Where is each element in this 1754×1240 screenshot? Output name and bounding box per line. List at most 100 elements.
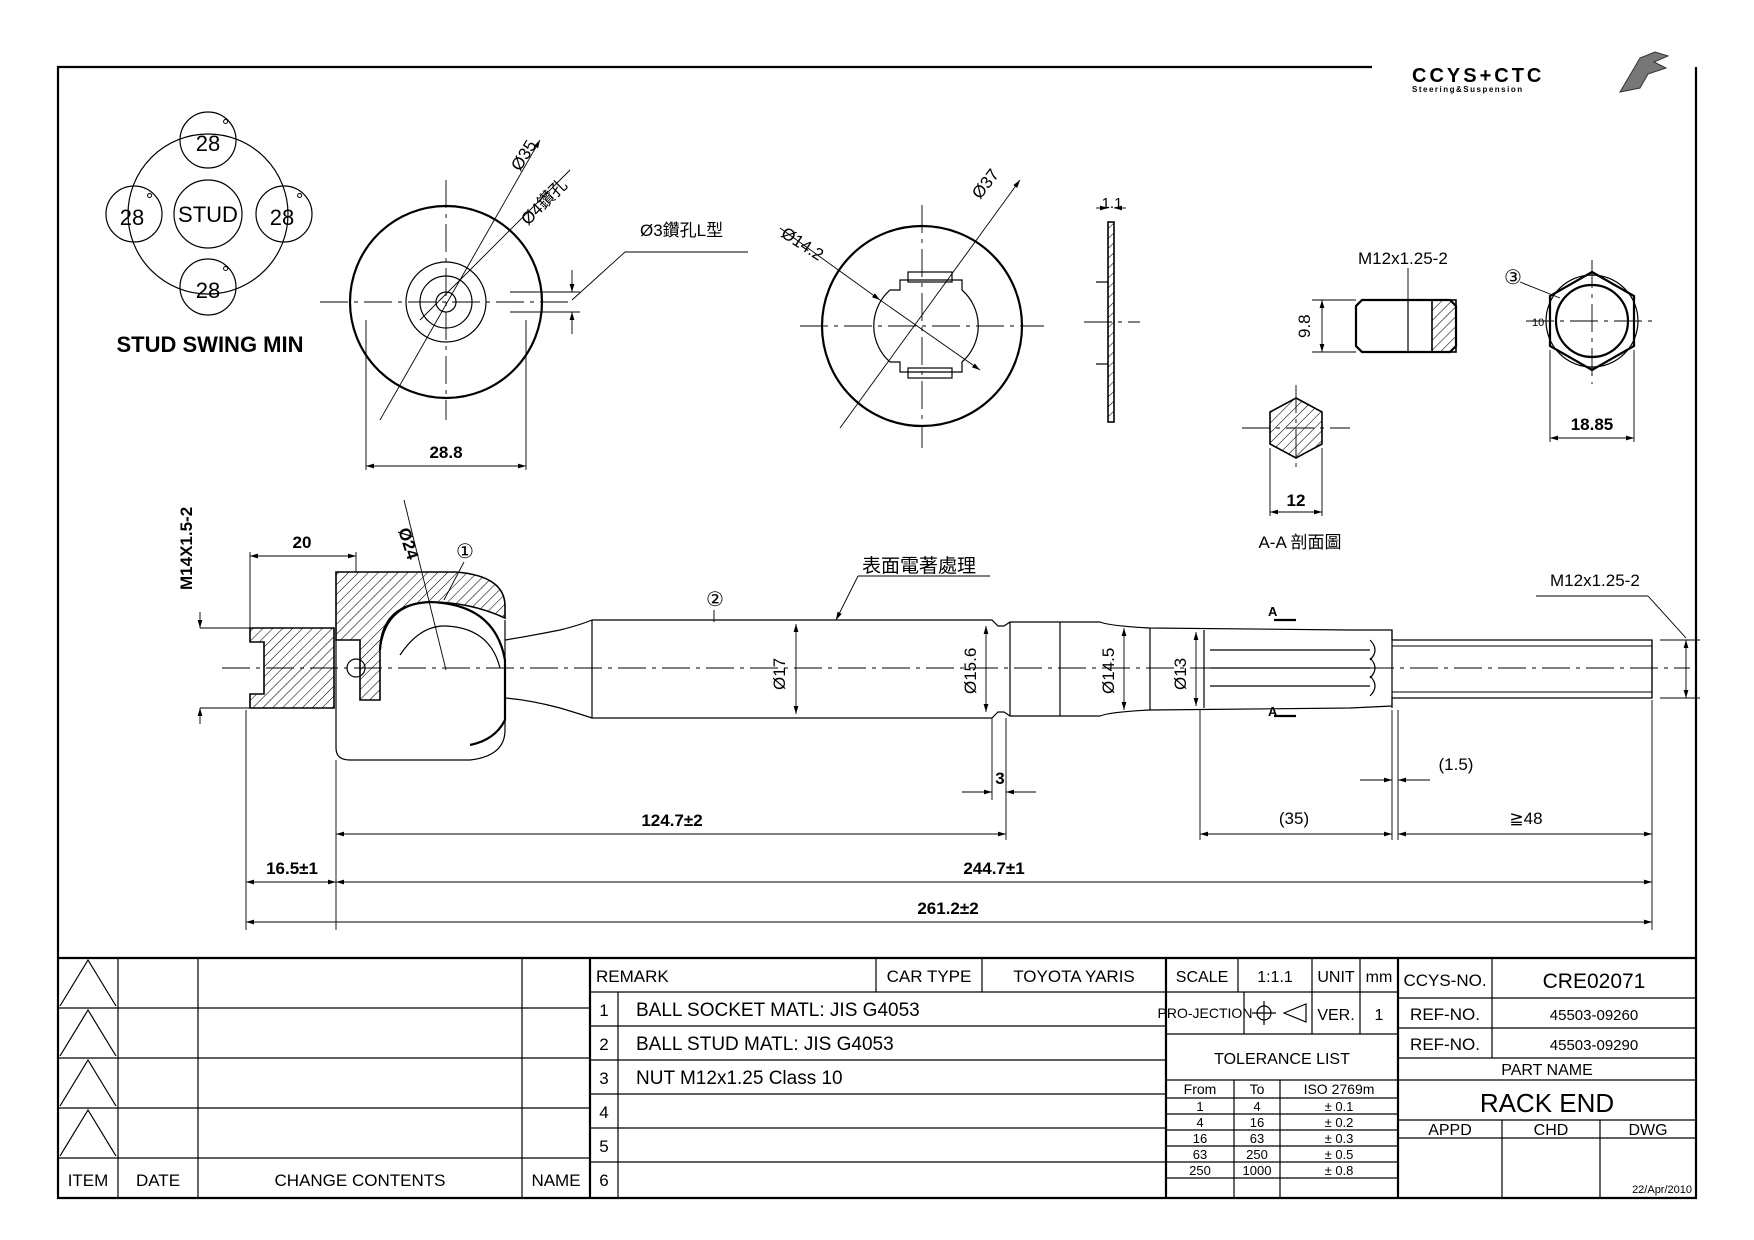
col-date: DATE bbox=[136, 1171, 180, 1190]
dim-m12-right: M12x1.25-2 bbox=[1550, 571, 1640, 590]
tol-header-from: From bbox=[1184, 1081, 1217, 1097]
ref-no-2: 45503-09290 bbox=[1550, 1037, 1638, 1054]
ref-no-label: REF-NO. bbox=[1410, 1005, 1480, 1024]
item-2-label: ② bbox=[706, 589, 724, 611]
remark-no: 2 bbox=[599, 1035, 608, 1054]
dim-20: 20 bbox=[293, 533, 312, 552]
title-block: ITEM DATE CHANGE CONTENTS NAME REMARK CA… bbox=[58, 956, 1696, 1198]
item-1-label: ① bbox=[456, 541, 474, 563]
ccys-no-label: CCYS-NO. bbox=[1403, 971, 1486, 990]
rack-end-assembly: Ø17 Ø15.6 Ø14.5 Ø13 A A M14X1.5-2 20 Ø24… bbox=[177, 499, 1700, 930]
tol-value: ± 0.8 bbox=[1325, 1163, 1354, 1178]
section-mark-a-bottom: A bbox=[1268, 704, 1278, 719]
dim-d24: Ø24 bbox=[394, 525, 422, 562]
dim-35: (35) bbox=[1279, 809, 1309, 828]
part-name-label: PART NAME bbox=[1501, 1062, 1593, 1079]
tol-header-iso: ISO 2769m bbox=[1304, 1081, 1375, 1097]
remark-no: 5 bbox=[599, 1137, 608, 1156]
lock-plate-view: Ø37 Ø14.2 bbox=[778, 165, 1044, 448]
section-caption: A-A 剖面圖 bbox=[1258, 533, 1341, 552]
dust-cover-washer-view: Ø35 Ø4鑽孔 Ø3鑽孔L型 28.8 bbox=[320, 137, 748, 470]
tol-value: ± 0.5 bbox=[1325, 1147, 1354, 1162]
remark-text: BALL SOCKET MATL: JIS G4053 bbox=[636, 1000, 920, 1021]
stud-swing-diagram: STUD 28 28 28 28 ° ° ° ° STUD SWING MIN bbox=[105, 111, 313, 357]
degree-mark: ° bbox=[222, 116, 229, 136]
dim-d17: Ø17 bbox=[770, 658, 789, 690]
drawing-date: 22/Apr/2010 bbox=[1632, 1184, 1692, 1196]
swing-angle-bottom: 28 bbox=[196, 278, 220, 303]
scale-label: SCALE bbox=[1176, 969, 1228, 986]
ccys-no-value: CRE02071 bbox=[1543, 970, 1646, 993]
ver-value: 1 bbox=[1375, 1007, 1384, 1024]
dim-d14-5: Ø14.5 bbox=[1099, 648, 1118, 694]
projection-label: PRO-JECTION bbox=[1158, 1005, 1253, 1021]
sheet-border bbox=[56, 65, 1698, 1200]
dwg-label: DWG bbox=[1628, 1122, 1667, 1139]
ref-no-1: 45503-09260 bbox=[1550, 1007, 1638, 1024]
tol-from: 1 bbox=[1196, 1099, 1203, 1114]
scale-value: 1:1.1 bbox=[1257, 969, 1293, 986]
remark-header: REMARK bbox=[596, 967, 669, 986]
tol-from: 63 bbox=[1193, 1147, 1207, 1162]
logo-brand: CCYS+CTC bbox=[1412, 65, 1544, 87]
dim-18-85: 18.85 bbox=[1571, 415, 1614, 434]
stud-label: STUD bbox=[178, 202, 238, 227]
tol-value: ± 0.1 bbox=[1325, 1099, 1354, 1114]
tol-from: 250 bbox=[1189, 1163, 1211, 1178]
unit-label: UNIT bbox=[1317, 969, 1355, 986]
item-3-label: ③ bbox=[1504, 267, 1522, 289]
remark-no: 3 bbox=[599, 1069, 608, 1088]
tol-to: 1000 bbox=[1243, 1163, 1272, 1178]
dim-9-8: 9.8 bbox=[1295, 314, 1314, 338]
part-name-value: RACK END bbox=[1480, 1088, 1614, 1118]
remark-no: 4 bbox=[599, 1103, 608, 1122]
tol-value: ± 0.3 bbox=[1325, 1131, 1354, 1146]
dim-10-small: 10 bbox=[1532, 317, 1544, 329]
section-a-a: 12 A-A 剖面圖 bbox=[1242, 385, 1350, 552]
company-logo: CCYS+CTC Steering&Suspension bbox=[1412, 51, 1670, 94]
dim-16-5: 16.5±1 bbox=[266, 859, 318, 878]
section-mark-a-top: A bbox=[1268, 604, 1278, 619]
swing-angle-right: 28 bbox=[270, 205, 294, 230]
dim-d15-6: Ø15.6 bbox=[961, 648, 980, 694]
chd-label: CHD bbox=[1534, 1122, 1569, 1139]
dim-d35: Ø35 bbox=[507, 137, 540, 174]
dim-d3-hole: Ø3鑽孔L型 bbox=[640, 221, 723, 240]
col-change-contents: CHANGE CONTENTS bbox=[275, 1171, 446, 1190]
remark-no: 6 bbox=[599, 1171, 608, 1190]
car-type-label: CAR TYPE bbox=[887, 967, 972, 986]
dim-261-2: 261.2±2 bbox=[917, 899, 978, 918]
nut-hex-view: ③ 10 18.85 bbox=[1504, 260, 1658, 442]
remark-text: BALL STUD MATL: JIS G4053 bbox=[636, 1034, 894, 1055]
degree-mark: ° bbox=[296, 190, 303, 210]
ver-label: VER. bbox=[1317, 1007, 1354, 1024]
tol-to: 250 bbox=[1246, 1147, 1268, 1162]
tol-to: 4 bbox=[1253, 1099, 1260, 1114]
lock-plate-side-view: 1.1 bbox=[1084, 195, 1140, 423]
ref-no-label: REF-NO. bbox=[1410, 1035, 1480, 1054]
dim-28-8: 28.8 bbox=[429, 443, 462, 462]
dim-d13: Ø13 bbox=[1171, 658, 1190, 690]
revision-table: ITEM DATE CHANGE CONTENTS NAME bbox=[58, 958, 592, 1198]
tol-to: 63 bbox=[1250, 1131, 1264, 1146]
dim-48: ≧48 bbox=[1509, 809, 1542, 828]
unit-value: mm bbox=[1366, 969, 1393, 986]
logo-tagline: Steering&Suspension bbox=[1412, 85, 1524, 94]
swing-angle-left: 28 bbox=[120, 205, 144, 230]
dim-3: 3 bbox=[995, 769, 1004, 788]
col-item: ITEM bbox=[68, 1171, 109, 1190]
appd-label: APPD bbox=[1428, 1122, 1472, 1139]
remark-text: NUT M12x1.25 Class 10 bbox=[636, 1068, 843, 1089]
projection-symbol-icon bbox=[1252, 1001, 1307, 1025]
remarks-table: REMARK CAR TYPE TOYOTA YARIS 1 BALL SOCK… bbox=[590, 958, 1168, 1198]
dim-244-7: 244.7±1 bbox=[963, 859, 1024, 878]
degree-mark: ° bbox=[146, 190, 153, 210]
tolerance-title: TOLERANCE LIST bbox=[1214, 1051, 1350, 1068]
swing-angle-top: 28 bbox=[196, 131, 220, 156]
dim-m12-nut: M12x1.25-2 bbox=[1358, 249, 1448, 268]
col-name: NAME bbox=[531, 1171, 580, 1190]
dim-d4-hole: Ø4鑽孔 bbox=[517, 175, 571, 229]
part-info-block: CCYS-NO. CRE02071 REF-NO. 45503-09260 RE… bbox=[1398, 958, 1696, 1198]
stud-swing-caption: STUD SWING MIN bbox=[117, 332, 304, 357]
